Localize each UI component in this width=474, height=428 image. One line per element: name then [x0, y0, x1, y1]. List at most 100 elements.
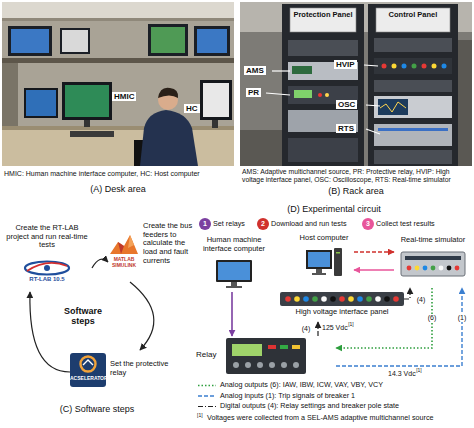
- desk-photo: [62, 30, 88, 52]
- rack-photo: [378, 128, 448, 131]
- desk-photo: [2, 128, 234, 166]
- desk-photo: [200, 80, 232, 120]
- legend-samples: [199, 218, 211, 230]
- rack-photo: [376, 8, 450, 32]
- rack-photo: [392, 64, 397, 69]
- footnote-mark: [1]: [197, 413, 203, 419]
- desk-photo: [70, 131, 114, 137]
- rtlab-icon: [22, 260, 72, 288]
- desk-photo: [151, 27, 185, 53]
- footnote-mark: [1]: [348, 322, 354, 328]
- leader-lines: [366, 129, 380, 134]
- equipment: Host computer: [294, 234, 354, 282]
- panel-plate: Protection Panel: [290, 11, 356, 20]
- equipment: High voltage interface panel: [280, 292, 404, 322]
- logo-text: MATLAB SIMULINK: [108, 257, 140, 269]
- leader-lines: [364, 65, 378, 66]
- cycle-title: Software steps: [58, 306, 108, 327]
- rack-photo: [374, 96, 452, 118]
- footnote: Voltages were collected from a SEL-AMS a…: [207, 414, 434, 422]
- desk-photo: [84, 120, 90, 127]
- rack-photo: [458, 40, 472, 166]
- rack-photo: [412, 64, 417, 69]
- leader-lines: [266, 65, 380, 134]
- logo-text: RT-LAB 10.5: [22, 276, 72, 283]
- rack-photo: [325, 93, 329, 97]
- connector: [404, 288, 410, 299]
- rack-photo: [368, 4, 458, 166]
- legend-text: Analog outputs (6): IAW, IBW, ICW, VAY, …: [220, 381, 383, 389]
- desk-photo: [62, 82, 112, 120]
- callout-number: 3: [362, 220, 374, 228]
- desk-photo: [2, 126, 234, 130]
- equipment: Relay: [196, 336, 336, 376]
- rack-photo: [374, 38, 452, 52]
- rack-photo: [374, 80, 452, 92]
- rack-photo: [294, 90, 312, 98]
- abbreviation-note: HMIC: Human machine interface computer, …: [4, 170, 234, 178]
- connector: [130, 282, 154, 350]
- rack-photo: [378, 99, 408, 115]
- connector: [30, 292, 70, 372]
- connector: [354, 269, 394, 270]
- relay-icon: [226, 338, 306, 374]
- legend-samples: [362, 218, 374, 230]
- desk-photo: [148, 24, 188, 56]
- rack-photo: [382, 64, 387, 69]
- legend-text: Analog inputs (1): Trip signals of break…: [220, 392, 355, 400]
- legend-text: Collect test results: [376, 220, 435, 228]
- equipment: Real-time simulator: [394, 236, 472, 288]
- legend-samples: [198, 395, 216, 396]
- legend-text: Download and run tests: [271, 220, 347, 228]
- photo-tag: HMIC: [112, 92, 136, 101]
- desk-photo: [212, 120, 218, 128]
- connector: [317, 322, 318, 336]
- desk-photo: [2, 2, 234, 18]
- connector: [354, 251, 394, 252]
- desk-photo: [140, 110, 198, 166]
- desk-photo: [2, 2, 234, 166]
- rack-photo: [374, 124, 452, 146]
- rack-photo: [290, 8, 356, 32]
- photo-tag: HC: [184, 104, 200, 113]
- rack-photo: [292, 66, 312, 74]
- panel-caption: (D) Experimental circuit: [196, 204, 472, 214]
- equipment: Human machine interface computer: [196, 236, 272, 292]
- panel-caption: (A) Desk area: [2, 184, 234, 194]
- rack-photo: [380, 102, 406, 112]
- edge-label: (1): [456, 314, 469, 322]
- software-step: MATLAB SIMULINKCreate the bus feeders to…: [108, 220, 194, 282]
- rack-photo: [240, 130, 282, 166]
- software-step: ACSELERATORSet the protective relay: [70, 350, 188, 390]
- edge-label: (6): [426, 314, 439, 322]
- leader-lines: [266, 93, 290, 95]
- desk-photo: [2, 58, 234, 63]
- sel-icon: [70, 353, 106, 387]
- desk-photo: [203, 83, 229, 117]
- photo-tag: HVIP: [334, 60, 357, 69]
- panel-plate: Control Panel: [376, 11, 450, 20]
- desk-photo: [8, 26, 52, 56]
- photo-tag: OSC: [336, 100, 357, 109]
- footnote-mark: [1]: [416, 368, 422, 374]
- rack-photo: [432, 64, 437, 69]
- software-step: RT-LAB 10.5Create the RT-LAB project and…: [2, 222, 92, 292]
- desk-photo: [24, 88, 58, 118]
- matlab-icon: [108, 234, 140, 256]
- desk-photo: [2, 18, 234, 21]
- panel-caption: (B) Rack area: [240, 186, 472, 196]
- logo-text: ACSELERATOR: [70, 376, 106, 382]
- equipment-label: High voltage interface panel: [280, 308, 404, 317]
- rack-photo: [402, 64, 407, 69]
- edge-label: (4): [300, 325, 313, 333]
- host-icon: [306, 248, 342, 278]
- callout-number: 1: [199, 220, 211, 228]
- legend-text: Set relays: [213, 220, 245, 228]
- voltage-label: 125 Vdc: [322, 324, 348, 332]
- callout-number: 2: [257, 220, 269, 228]
- leader-lines: [366, 105, 380, 106]
- legend-text: Digital outputs (4): Relay settings and …: [220, 402, 399, 410]
- photo-tag: AMS: [244, 66, 266, 75]
- rack-photo: [282, 4, 364, 166]
- desk-photo: [197, 29, 227, 53]
